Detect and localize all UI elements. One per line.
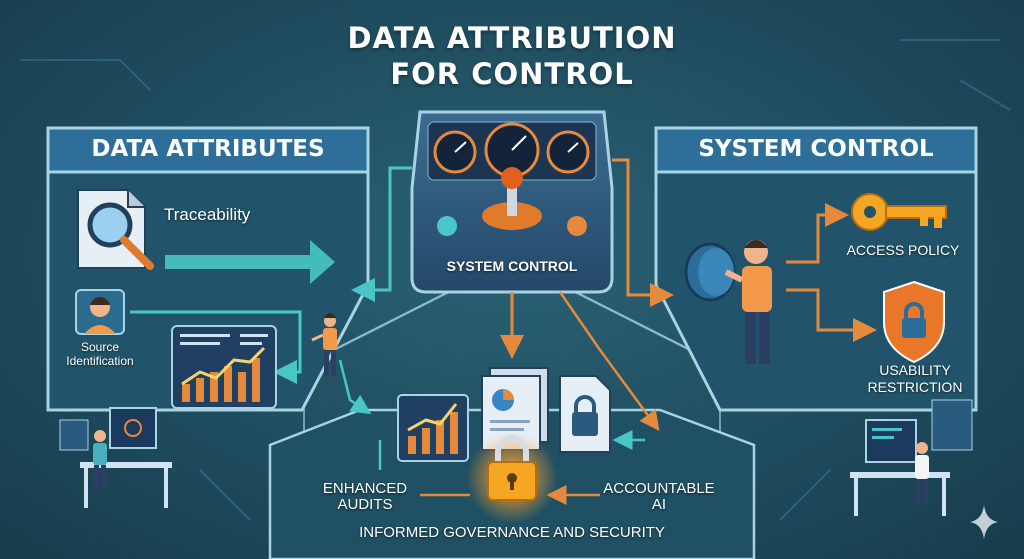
left-panel-heading: DATA ATTRIBUTES <box>91 136 325 162</box>
title-line-2: FOR CONTROL <box>390 57 634 91</box>
page-title: DATA ATTRIBUTION FOR CONTROL <box>262 20 762 92</box>
governance-caption: INFORMED GOVERNANCE AND SECURITY <box>359 524 665 541</box>
title-line-1: DATA ATTRIBUTION <box>347 21 677 55</box>
report-document-icon <box>481 367 549 451</box>
source-avatar-icon <box>75 289 125 335</box>
right-panel-header <box>654 126 978 174</box>
source-identification-line-2: Identification <box>66 354 134 368</box>
right-panel-heading: SYSTEM CONTROL <box>698 136 934 162</box>
source-identification-label: Source Identification <box>54 340 146 368</box>
accountable-ai-label: ACCOUNTABLE AI <box>594 481 724 513</box>
locked-document-icon <box>559 375 611 453</box>
operator-person-figure <box>724 240 772 364</box>
usability-restriction-label: USABILITY RESTRICTION <box>850 362 980 396</box>
sparkle-icon <box>970 505 998 539</box>
control-panel-device <box>410 110 614 294</box>
background-circuit-lines <box>20 39 1011 521</box>
workstation-left <box>59 407 172 508</box>
key-icon <box>851 193 947 231</box>
padlock-icon <box>487 435 537 501</box>
accountable-line-1: ACCOUNTABLE <box>603 480 715 497</box>
source-identification-line-1: Source <box>80 340 120 354</box>
audit-chart-icon <box>397 394 469 462</box>
usability-line-2: RESTRICTION <box>867 379 963 395</box>
left-panel-header <box>46 126 370 174</box>
control-dial-icon <box>684 242 736 302</box>
analytics-chart-board <box>171 325 277 409</box>
analyst-person-figure <box>311 313 337 376</box>
enhanced-audits-label: ENHANCED AUDITS <box>300 481 430 513</box>
center-control-label: SYSTEM CONTROL <box>446 258 578 274</box>
traceability-arrow <box>165 240 335 284</box>
workstation-right <box>850 399 973 516</box>
usability-line-1: USABILITY <box>879 362 951 378</box>
enhanced-line-1: ENHANCED <box>322 480 408 497</box>
enhanced-line-2: AUDITS <box>337 496 393 513</box>
document-magnifier-icon <box>77 189 154 270</box>
traceability-label: Traceability <box>164 205 251 224</box>
access-policy-label: ACCESS POLICY <box>846 242 960 258</box>
shield-lock-icon <box>883 280 945 364</box>
accountable-line-2: AI <box>651 496 667 513</box>
